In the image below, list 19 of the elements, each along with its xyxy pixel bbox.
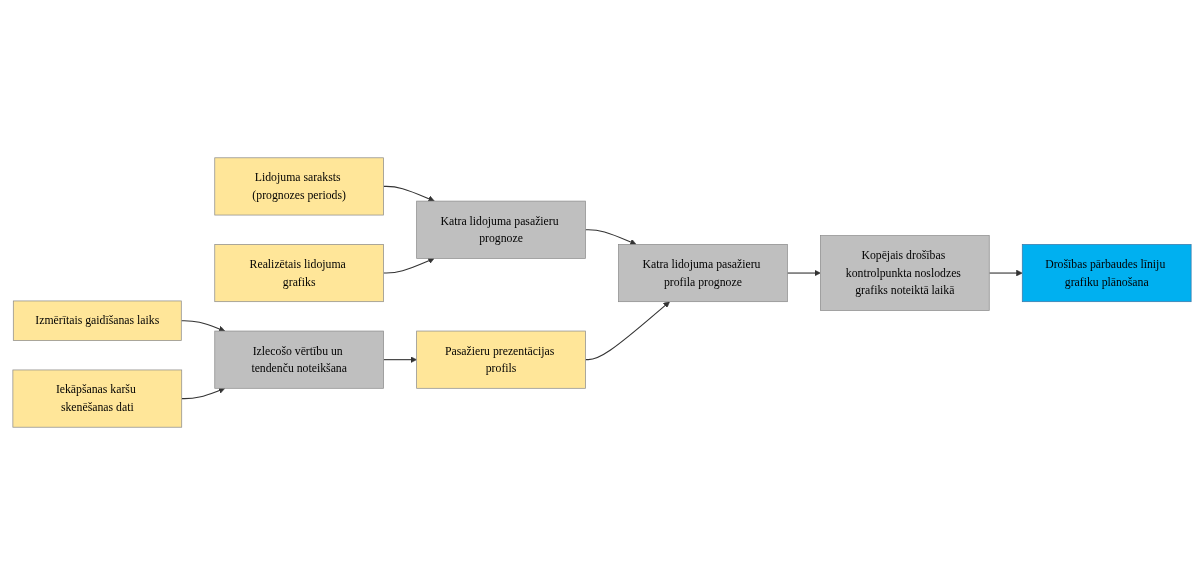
arrow	[382, 257, 435, 274]
arrow	[988, 269, 1023, 276]
arrow	[180, 319, 225, 332]
node-box: Katra lidojuma pasažieru prognoze	[415, 200, 586, 259]
node-box: Izmērītais gaidīšanas laiks	[12, 300, 182, 341]
node-box: Drošības pārbaudes līniju grafiku plānošana	[1021, 243, 1191, 302]
node-box: Realizētais lidojuma grafiks	[213, 243, 384, 302]
arrow	[584, 300, 670, 360]
node-box: Iekāpšanas karšu skenēšanas dati	[12, 369, 182, 428]
arrow	[786, 269, 821, 276]
node-box: Lidojuma saraksts (prognozes periods)	[213, 156, 384, 215]
arrow	[382, 185, 435, 202]
node-box: Izlecošo vērtību un tendenču noteikšana	[213, 330, 384, 389]
arrow	[584, 228, 636, 245]
arrow	[180, 386, 225, 399]
node-box: Pasažieru prezentācijas profils	[415, 330, 586, 389]
node-box: Katra lidojuma pasažieru profila prognoze	[617, 243, 788, 302]
node-box: Kopējais drošības kontrolpunkta noslodzes grafiks noteiktā laikā	[819, 234, 990, 311]
arrow	[382, 355, 417, 363]
